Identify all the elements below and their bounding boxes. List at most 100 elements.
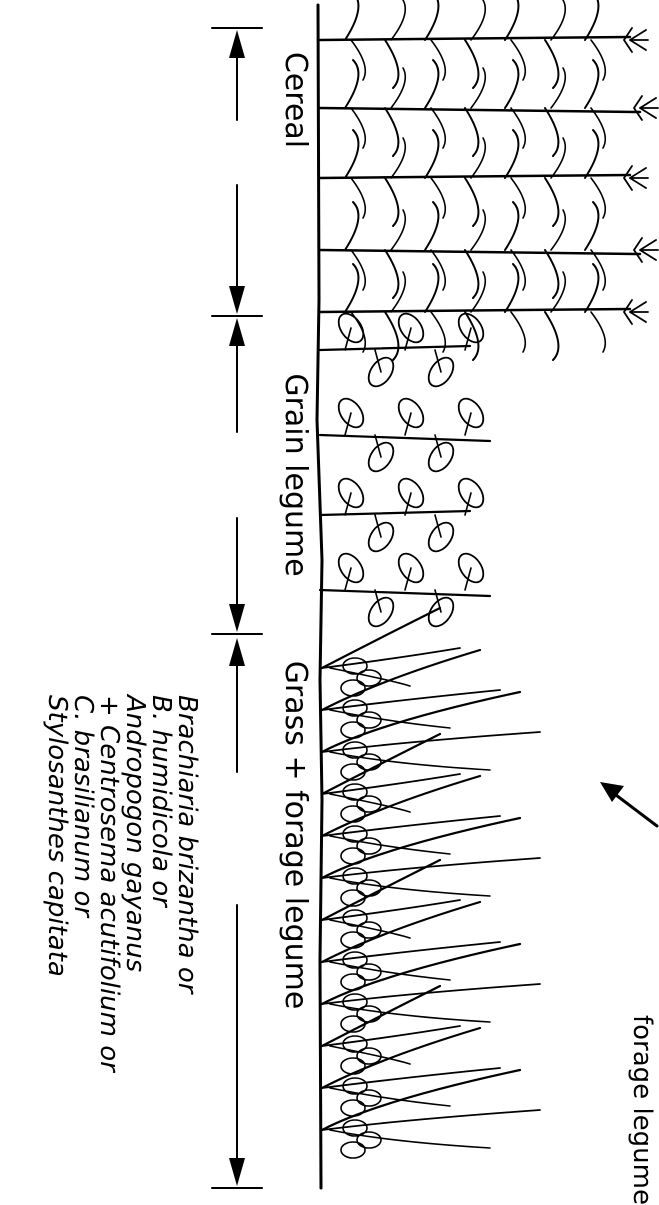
legume-petiole — [375, 590, 381, 612]
grass-forage-plants — [322, 608, 540, 1158]
legume-petiole — [375, 435, 381, 457]
label-grass-forage-legume: Grass + forage legume — [278, 661, 313, 1010]
grass-tuft — [322, 860, 460, 948]
label-forage-legume: forage legume — [627, 1015, 657, 1205]
cereal-leaf — [505, 264, 518, 312]
cereal-plants — [320, 0, 658, 360]
cereal-leaf — [545, 312, 558, 360]
cereal-stem — [320, 175, 630, 178]
label-grain-legume: Grain legume — [278, 373, 313, 576]
forage-leaf — [341, 680, 365, 696]
cereal-stem — [320, 309, 630, 312]
species-list: Brachiaria brizantha or B. humidicola or… — [42, 693, 202, 1074]
dimension-cereal — [212, 28, 262, 316]
legume-stem — [320, 435, 490, 441]
legume-petiole — [405, 568, 411, 590]
cereal-leaf — [465, 250, 478, 298]
forage-leaf — [357, 838, 381, 854]
forage-leaf — [357, 712, 381, 728]
legume-petiole — [345, 413, 351, 435]
cereal-leaf — [345, 60, 358, 108]
forage-leaf — [357, 964, 381, 980]
cereal-leaf — [425, 264, 438, 312]
cereal-tassel — [624, 28, 648, 52]
cereal-leaf — [345, 202, 358, 250]
forage-leaf — [341, 1058, 365, 1074]
cereal-leaf — [345, 130, 358, 178]
arrowhead-up — [229, 638, 245, 666]
cereal-tassel — [624, 300, 648, 324]
cereal-stem — [320, 37, 630, 40]
cereal-leaf — [425, 60, 438, 108]
species-line: Stylosanthes capitata — [42, 695, 72, 977]
cereal-leaf — [385, 108, 398, 156]
legume-plant — [320, 474, 488, 556]
legume-stem — [320, 346, 470, 350]
cereal-leaf — [465, 40, 478, 88]
arrowhead-down — [229, 604, 245, 632]
cereal-leaf — [505, 130, 518, 178]
grass-tuft — [322, 986, 460, 1074]
cereal-leaf — [391, 0, 405, 40]
cereal-plant — [320, 202, 658, 298]
grass-blade — [330, 1130, 490, 1148]
grass-tuft — [322, 650, 500, 738]
grass-tuft — [322, 734, 460, 822]
forage-leaf — [341, 1142, 365, 1158]
cereal-leaf — [585, 130, 598, 178]
forage-leaf — [341, 932, 365, 948]
forage-leaf — [357, 1006, 381, 1022]
grass-blade — [322, 942, 500, 962]
cereal-leaf — [385, 178, 398, 226]
forage-leaf — [357, 1132, 381, 1148]
callout-arrow — [600, 782, 657, 826]
ground-line — [317, 5, 322, 1188]
legume-petiole — [465, 413, 471, 435]
cereal-leaf — [545, 40, 558, 88]
grass-blade — [322, 816, 500, 836]
grass-blade — [330, 878, 490, 896]
cereal-leaf — [465, 178, 478, 226]
legume-petiole — [435, 515, 441, 537]
legume-petiole — [435, 350, 441, 372]
forage-leaf — [357, 1090, 381, 1106]
grass-blade — [330, 1004, 490, 1022]
forage-leaf — [341, 806, 365, 822]
legume-plant — [320, 309, 488, 391]
label-cereal: Cereal — [278, 52, 313, 148]
cereal-leaf — [345, 0, 358, 40]
arrowhead-down — [229, 286, 245, 314]
cereal-leaf — [551, 0, 565, 40]
cereal-tassel — [634, 238, 658, 262]
cereal-leaf — [585, 202, 598, 250]
cereal-leaf — [465, 108, 478, 156]
grass-tuft — [322, 1028, 500, 1116]
legume-stem — [320, 590, 490, 596]
cereal-leaf — [511, 312, 525, 352]
cereal-leaf — [505, 60, 518, 108]
legume-petiole — [345, 568, 351, 590]
cereal-leaf — [385, 312, 398, 360]
legume-petiole — [375, 350, 381, 372]
legume-plant — [320, 394, 490, 476]
dimension-grain-legume — [212, 318, 262, 634]
forage-leaf — [357, 880, 381, 896]
arrowhead-up — [229, 318, 245, 346]
cereal-plant — [320, 264, 648, 360]
arrowhead-down — [229, 1158, 245, 1186]
cereal-leaf — [345, 264, 358, 312]
cereal-tassel — [624, 166, 648, 190]
cereal-leaf — [385, 250, 398, 298]
cereal-leaf — [545, 178, 558, 226]
cereal-leaf — [505, 0, 518, 40]
cereal-leaf — [425, 130, 438, 178]
cereal-leaf — [425, 0, 438, 40]
cereal-tassel — [634, 96, 658, 120]
grass-tuft — [322, 902, 500, 990]
forage-leaf — [357, 754, 381, 770]
legume-petiole — [465, 568, 471, 590]
cereal-leaf — [545, 108, 558, 156]
cereal-leaf — [591, 312, 605, 352]
cereal-leaf — [585, 0, 598, 40]
